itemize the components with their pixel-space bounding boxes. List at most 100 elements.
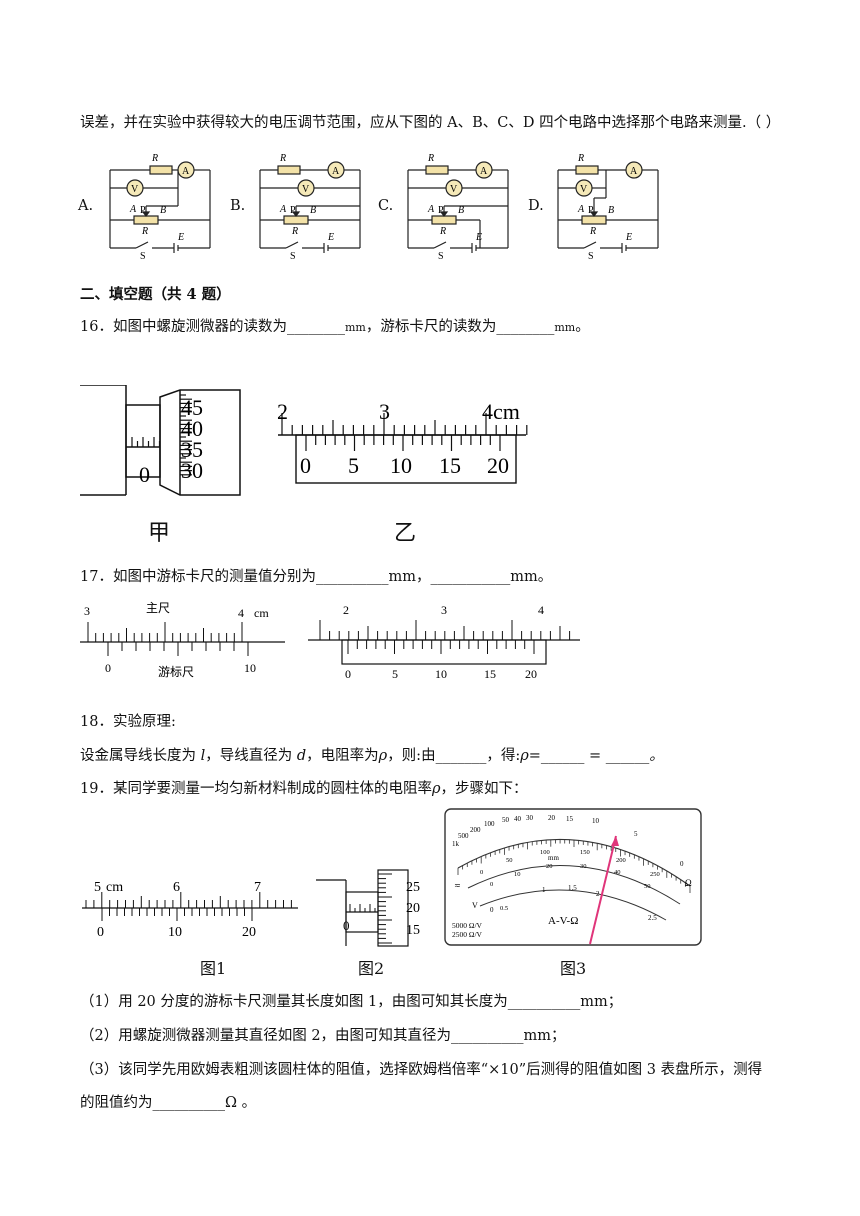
vernier-tick-15: 15 [484, 667, 496, 681]
dc-250: 250 [650, 871, 660, 878]
dc-50: 50 [506, 857, 513, 864]
ohm-10: 10 [592, 817, 600, 825]
brand-label: A-V-Ω [548, 915, 578, 927]
p-label: P [588, 205, 594, 216]
ac-0-5: 0.5 [500, 905, 508, 912]
unit-cm: cm [254, 606, 269, 620]
main-tick-7: 7 [254, 880, 261, 895]
q17-text: 17．如图中游标卡尺的测量值分别为__________mm，__________… [80, 569, 553, 585]
rx-label: R [577, 153, 584, 164]
q19-part1: （1）用 20 分度的游标卡尺测量其长度如图 1，由图可知其长度为_______… [80, 994, 623, 1010]
ac-2: 2 [596, 890, 600, 898]
q16-caliper: 2 3 4cm 0 5 10 15 20 [277, 399, 528, 484]
r-label: R [291, 226, 298, 237]
ohm-30: 30 [526, 814, 534, 822]
ammeter-label: A [480, 166, 488, 177]
ac-2-5: 2.5 [648, 914, 657, 922]
mid-0: 0 [490, 881, 493, 888]
main-tick-2: 2 [277, 399, 288, 424]
vernier-tick-20: 20 [242, 925, 256, 940]
main-tick-6: 6 [173, 880, 180, 895]
q19-part4: 的阻值约为__________Ω 。 [80, 1095, 257, 1111]
vernier-tick-0: 0 [105, 661, 111, 675]
circuit-a: R A V A P B R E S [109, 153, 211, 260]
sleeve-zero-label: 0 [343, 918, 350, 933]
dc-100: 100 [540, 849, 550, 856]
q18-text-e: ρ=______ = ______。 [520, 748, 664, 764]
ammeter-label: A [630, 166, 638, 177]
circuit-b: R A V A P B R E S [259, 153, 361, 260]
ammeter-label: A [332, 166, 340, 177]
main-tick-2: 2 [343, 603, 349, 617]
vernier-scale-label: 游标尺 [158, 665, 194, 679]
a-label: A [279, 204, 287, 215]
var-d: d [296, 748, 307, 764]
ohm-symbol: Ω [685, 878, 692, 888]
ohm-500: 500 [458, 832, 469, 840]
ohm-1k: 1k [452, 840, 460, 848]
main-tick-4: 4 [538, 603, 544, 617]
q16-unit2: mm [554, 321, 576, 334]
e-label: E [327, 232, 334, 243]
vernier-tick-5: 5 [348, 453, 359, 478]
b-label: B [458, 205, 464, 216]
dc-150: 150 [580, 849, 590, 856]
ac-1: 1 [542, 886, 546, 894]
thimble-label-30: 30 [181, 458, 203, 483]
caption-yi: 乙 [394, 521, 417, 546]
r-label: R [141, 226, 148, 237]
a-label: A [427, 204, 435, 215]
ohm-20: 20 [548, 814, 556, 822]
thimble-label-35: 35 [181, 437, 203, 462]
fig3-multimeter-dial: 1k 500 200 100 50 40 30 20 15 10 5 0 Ω 0… [444, 808, 702, 946]
p-label: P [438, 205, 444, 216]
spec-line-2: 2500 Ω/V [452, 930, 483, 939]
mid-40: 40 [614, 869, 621, 876]
q16-unit1: mm [344, 321, 366, 334]
vernier-tick-15: 15 [439, 453, 461, 478]
var-rho: ρ [431, 781, 441, 797]
main-tick-5: 5 [94, 880, 101, 895]
p-label: P [140, 205, 146, 216]
pointer-tip [611, 836, 619, 846]
vernier-tick-5: 5 [392, 667, 398, 681]
circuit-c: R A V A P B R E S [407, 153, 509, 260]
thimble-label-45: 45 [181, 395, 203, 420]
dc-200: 200 [616, 857, 626, 864]
var-l: l [200, 748, 206, 764]
vernier-tick-20: 20 [525, 667, 537, 681]
option-b-label: B. [230, 198, 246, 214]
vernier-tick-10: 10 [435, 667, 447, 681]
ohm-0: 0 [680, 860, 684, 868]
vernier-tick-0: 0 [97, 925, 104, 940]
thimble-label-15: 15 [406, 923, 420, 938]
fig1-caliper: 5 cm 6 7 0 10 20 [82, 880, 298, 940]
rx-label: R [427, 153, 434, 164]
voltmeter-label: V [131, 184, 139, 195]
ohm-5: 5 [634, 830, 638, 838]
q19-part3: （3）该同学先用欧姆表粗测该圆柱体的阻值，选择欧姆档倍率“×10”后测得的阻值如… [80, 1062, 763, 1078]
q16-micrometer: 45 40 35 30 0 [80, 385, 241, 496]
vernier-tick-10: 10 [168, 925, 182, 940]
var-rho: ρ [378, 748, 388, 764]
option-a-label: A. [78, 198, 94, 214]
ohm-200: 200 [470, 826, 481, 834]
ohm-40: 40 [514, 815, 522, 823]
q18-text: 设金属导线长度为 l，导线直径为 d，电阻率为ρ，则:由_______，得:ρ=… [80, 744, 664, 765]
q19-text-b: ，步骤如下： [440, 781, 528, 797]
ammeter-label: A [182, 166, 190, 177]
caption-fig3: 图3 [560, 959, 587, 978]
a-label: A [577, 204, 585, 215]
caption-fig1: 图1 [200, 959, 227, 978]
rx-label: R [151, 153, 158, 164]
ac-0: 0 [490, 906, 494, 914]
e-label: E [177, 232, 184, 243]
vernier-tick-20: 20 [487, 453, 509, 478]
q16-text-b: ，游标卡尺的读数为________ [365, 319, 555, 335]
e-label: E [475, 232, 482, 243]
vernier-tick-10: 10 [244, 661, 256, 675]
main-tick-3: 3 [84, 604, 90, 618]
circuit-d: R A V A P B R E S [557, 153, 659, 260]
b-label: B [160, 205, 166, 216]
q19-text-a: 19．某同学要测量一均匀新材料制成的圆柱体的电阻率 [80, 781, 432, 797]
